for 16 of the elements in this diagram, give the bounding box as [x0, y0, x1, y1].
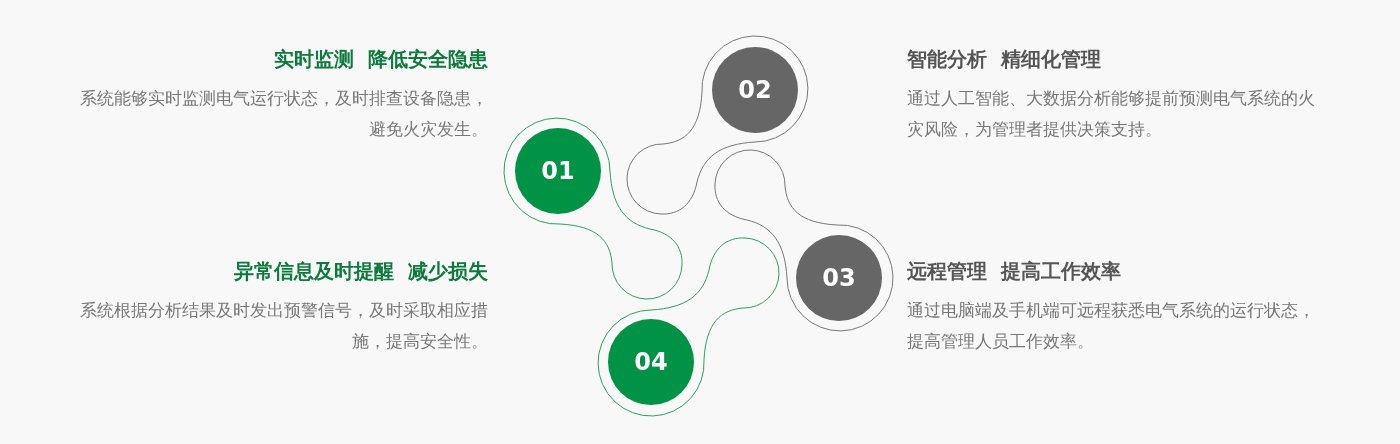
step-description: 通过电脑端及手机端可远程获悉电气系统的运行状态，提高管理人员工作效率。 [907, 300, 1316, 353]
step-number: 02 [738, 76, 772, 104]
step-heading: 远程管理 提高工作效率 [907, 258, 1122, 285]
step-number: 01 [541, 157, 575, 185]
number-circle [712, 47, 798, 133]
step-description: 系统能够实时监测电气运行状态，及时排查设备隐患，避免火灾发生。 [79, 88, 488, 141]
step-number: 04 [634, 348, 668, 376]
step-description: 系统根据分析结果及时发出预警信号，及时采取相应措施，提高安全性。 [79, 300, 488, 353]
step-number: 03 [822, 264, 856, 292]
number-circle [796, 235, 882, 321]
number-circle [608, 319, 694, 405]
step-heading: 实时监测 降低安全隐患 [273, 46, 488, 73]
step-heading: 异常信息及时提醒 减少损失 [233, 258, 488, 285]
step-description: 通过人工智能、大数据分析能够提前预测电气系统的火灾风险，为管理者提供决策支持。 [907, 88, 1316, 141]
step-heading: 智能分析 精细化管理 [907, 46, 1102, 73]
number-circle [515, 128, 601, 214]
